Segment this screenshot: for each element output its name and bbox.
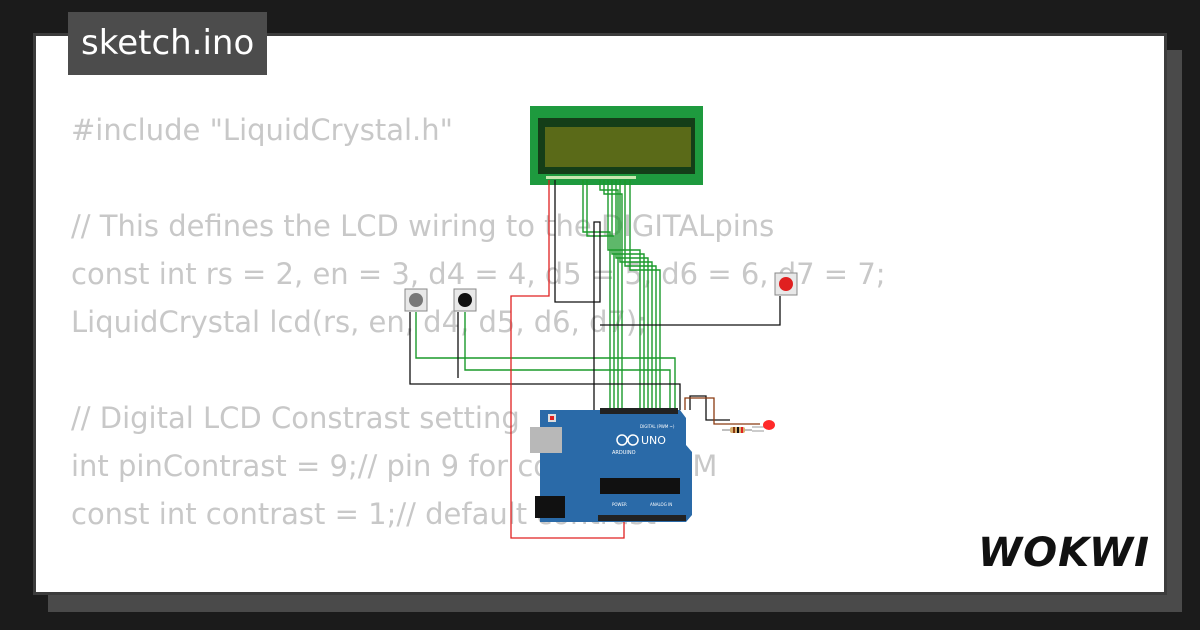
arduino-model: UNO — [641, 434, 666, 447]
lcd-pin-row — [546, 176, 636, 179]
code-line: LiquidCrystal lcd(rs, en, d4, d5, d6, d7… — [71, 305, 648, 339]
power-analog-header — [598, 515, 686, 521]
resistor[interactable] — [722, 427, 752, 433]
digital-header — [600, 408, 678, 414]
digital-label: DIGITAL (PWM ~) — [640, 424, 675, 429]
power-label: POWER — [612, 502, 627, 507]
power-jack — [535, 496, 565, 518]
code-line: #include "LiquidCrystal.h" — [71, 113, 453, 147]
pushbutton-black[interactable] — [453, 288, 477, 312]
ground-wires — [409, 180, 781, 421]
led-red[interactable] — [752, 420, 775, 432]
reset-button — [550, 416, 554, 420]
pushbutton-red[interactable] — [774, 272, 798, 296]
power-wire — [510, 180, 625, 539]
microcontroller-chip — [600, 478, 680, 494]
arduino-brand: ARDUINO — [612, 450, 636, 456]
code-line: const int rs = 2, en = 3, d4 = 4, d5 = 5… — [71, 257, 886, 291]
analog-label: ANALOG IN — [650, 502, 672, 507]
pushbutton-gray[interactable] — [404, 288, 428, 312]
lcd-module[interactable] — [530, 106, 703, 185]
code-line: // Digital LCD Constrast setting — [71, 401, 520, 435]
led-wire — [684, 397, 760, 425]
wokwi-logo: WOKWI — [978, 530, 1148, 574]
code-line: // This defines the LCD wiring to the DI… — [71, 209, 775, 243]
arduino-uno-board[interactable]: UNO ARDUINO DIGITAL (PWM ~) POWER ANALOG… — [530, 408, 692, 522]
file-title: sketch.ino — [68, 12, 268, 75]
usb-port — [530, 427, 562, 453]
wokwi-logo-text: WOKWI — [978, 530, 1148, 574]
